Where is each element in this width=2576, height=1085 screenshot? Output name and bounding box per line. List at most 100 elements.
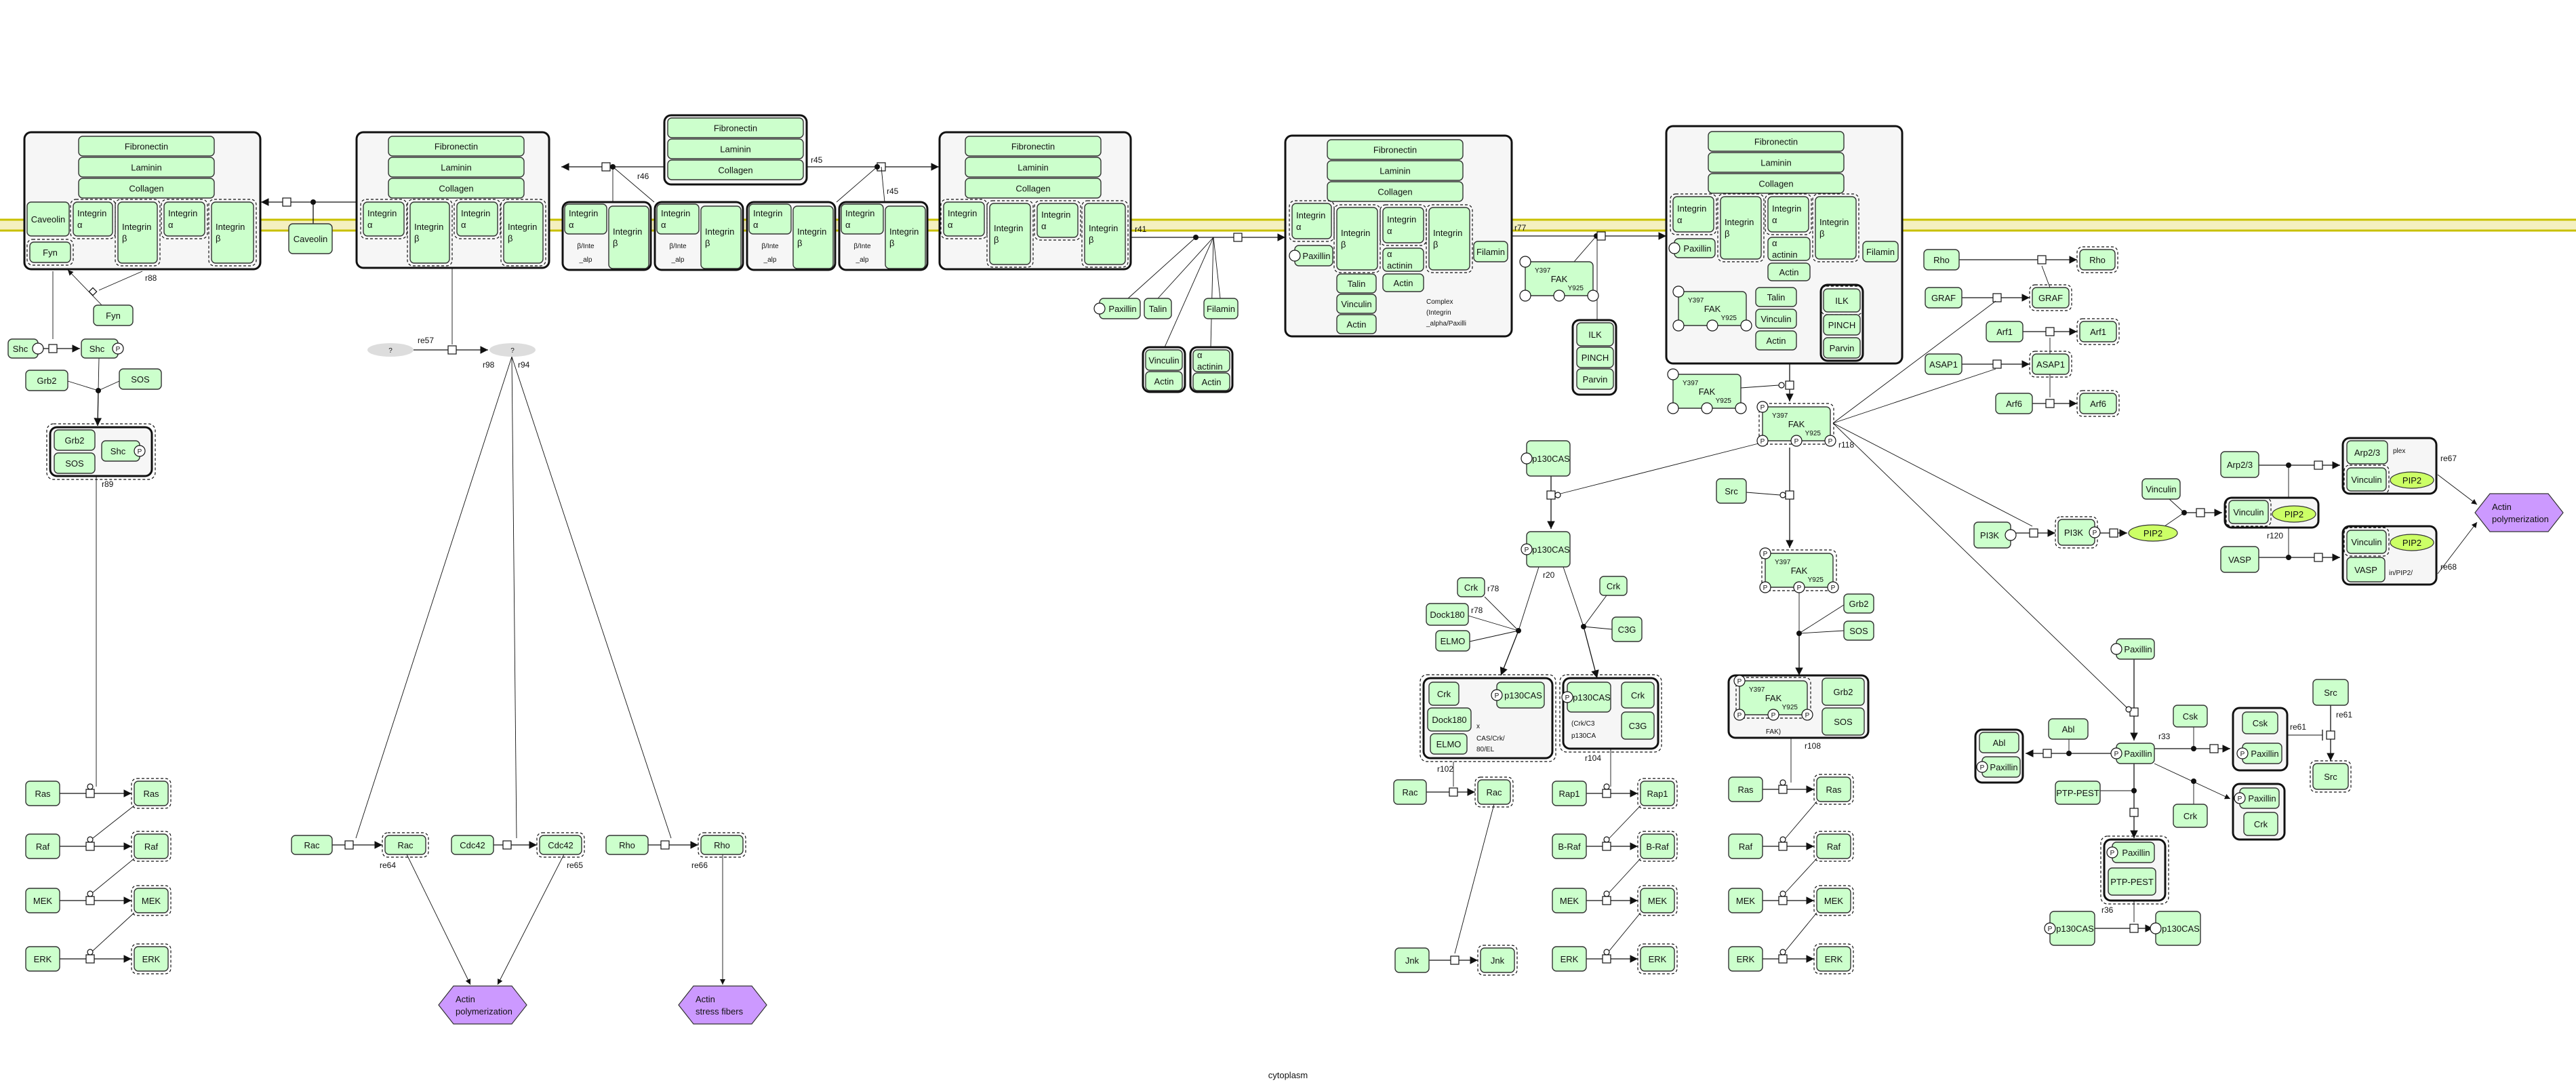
integrin-beta[interactable] <box>407 199 453 267</box>
graf-active[interactable] <box>2029 284 2072 311</box>
actin[interactable] <box>1336 314 1377 334</box>
ras[interactable] <box>25 781 60 806</box>
actin[interactable] <box>1767 262 1811 281</box>
rac-active[interactable] <box>382 832 429 858</box>
vasp[interactable] <box>2220 546 2259 573</box>
arf1[interactable] <box>1986 321 2024 342</box>
integrin-alpha[interactable] <box>1380 204 1427 246</box>
integrin-beta[interactable] <box>1812 193 1859 262</box>
ecm-protein-collagen[interactable] <box>667 159 804 180</box>
raf-active[interactable] <box>131 831 172 862</box>
pip2[interactable] <box>2272 505 2316 523</box>
fyn-in-complex[interactable] <box>26 239 74 266</box>
ecm-protein-collagen[interactable] <box>78 178 215 199</box>
integrin-beta[interactable] <box>1717 193 1765 262</box>
phenotype-node[interactable] <box>2474 493 2564 532</box>
mek-active[interactable] <box>131 885 172 916</box>
integrin-beta[interactable] <box>700 205 742 269</box>
ecm-protein-collagen[interactable] <box>388 178 525 199</box>
arf6[interactable] <box>1995 393 2033 414</box>
integrin-alpha[interactable] <box>360 199 407 239</box>
abl[interactable] <box>2048 718 2089 740</box>
vinculin[interactable] <box>2343 527 2390 557</box>
ecm-protein-fibronectin[interactable] <box>388 136 525 157</box>
elmo[interactable] <box>1430 733 1468 755</box>
ecm-protein-laminin[interactable] <box>667 138 804 159</box>
integrin-alpha[interactable] <box>161 199 208 239</box>
sos[interactable] <box>1843 620 1874 641</box>
integrin-alpha[interactable] <box>564 203 607 235</box>
vinculin[interactable] <box>2226 497 2272 527</box>
integrin-beta[interactable] <box>1081 200 1129 268</box>
src-active[interactable] <box>2310 760 2352 793</box>
filamin[interactable] <box>1203 298 1239 319</box>
jnk[interactable] <box>1394 947 1430 973</box>
ecm-protein-collagen[interactable] <box>965 178 1102 199</box>
actin[interactable] <box>1192 372 1230 391</box>
erk-active[interactable] <box>1637 943 1678 974</box>
erk[interactable] <box>25 946 60 972</box>
vinculin[interactable] <box>1755 309 1797 329</box>
cdc42-active[interactable] <box>536 832 585 858</box>
ptp-pest[interactable] <box>2055 781 2101 805</box>
parvin[interactable] <box>1823 337 1861 359</box>
ecm-protein-fibronectin[interactable] <box>78 136 215 157</box>
erk[interactable] <box>1728 946 1763 972</box>
raf[interactable] <box>1728 833 1763 859</box>
pip2[interactable] <box>2128 524 2178 542</box>
grb2[interactable] <box>25 370 68 391</box>
ecm-protein-fibronectin[interactable] <box>667 117 804 138</box>
grb2[interactable] <box>1822 677 1865 706</box>
crk[interactable] <box>2173 804 2208 828</box>
sos[interactable] <box>119 368 162 390</box>
fak-node[interactable] <box>1761 549 1837 591</box>
raf-active[interactable] <box>1813 831 1854 862</box>
ecm-protein-laminin[interactable] <box>1327 160 1464 181</box>
alpha-actinin[interactable] <box>1767 237 1811 261</box>
raf[interactable] <box>25 833 60 859</box>
integrin-beta[interactable] <box>500 199 546 267</box>
pinch[interactable] <box>1823 314 1861 336</box>
integrin-alpha[interactable] <box>940 199 988 239</box>
pinch[interactable] <box>1576 347 1614 368</box>
ecm-protein-fibronectin[interactable] <box>1327 139 1464 160</box>
caveolin-in-complex[interactable] <box>26 201 70 237</box>
c3g[interactable] <box>1621 711 1655 740</box>
integrin-alpha[interactable] <box>70 199 116 239</box>
actin[interactable] <box>1755 330 1797 351</box>
vinculin[interactable] <box>1336 294 1377 314</box>
alpha-actinin[interactable] <box>1382 248 1424 272</box>
integrin-beta[interactable] <box>885 205 926 269</box>
integrin-beta[interactable] <box>608 205 649 269</box>
erk-active[interactable] <box>1813 943 1854 974</box>
abl[interactable] <box>1979 732 2019 753</box>
dock180[interactable] <box>1427 707 1472 732</box>
vasp[interactable] <box>2346 557 2386 583</box>
src[interactable] <box>2312 679 2349 706</box>
cdc42[interactable] <box>451 835 494 855</box>
integrin-alpha[interactable] <box>1765 193 1812 235</box>
braf-active[interactable] <box>1637 831 1678 862</box>
c3g[interactable] <box>1611 616 1643 642</box>
integrin-beta[interactable] <box>208 199 257 267</box>
integrin-beta[interactable] <box>1426 204 1473 273</box>
mek-active[interactable] <box>1637 885 1678 916</box>
crk[interactable] <box>1599 576 1628 596</box>
talin[interactable] <box>1755 287 1797 307</box>
phenotype-node[interactable] <box>678 985 767 1025</box>
dock180[interactable] <box>1426 603 1469 626</box>
arf6-active[interactable] <box>2076 390 2120 417</box>
crk[interactable] <box>1457 577 1485 597</box>
ecm-protein-collagen[interactable] <box>1327 181 1464 202</box>
integrin-beta[interactable] <box>986 200 1034 268</box>
ecm-protein-fibronectin[interactable] <box>965 136 1102 157</box>
grb2[interactable] <box>1843 593 1874 614</box>
arp2-3[interactable] <box>2346 440 2388 465</box>
vinculin[interactable] <box>2343 465 2390 494</box>
grb2[interactable] <box>54 429 96 451</box>
filamin[interactable] <box>1473 241 1508 262</box>
integrin-alpha[interactable] <box>1289 200 1335 242</box>
phenotype-node[interactable] <box>438 985 527 1025</box>
elmo[interactable] <box>1435 630 1470 652</box>
mek[interactable] <box>25 888 60 913</box>
